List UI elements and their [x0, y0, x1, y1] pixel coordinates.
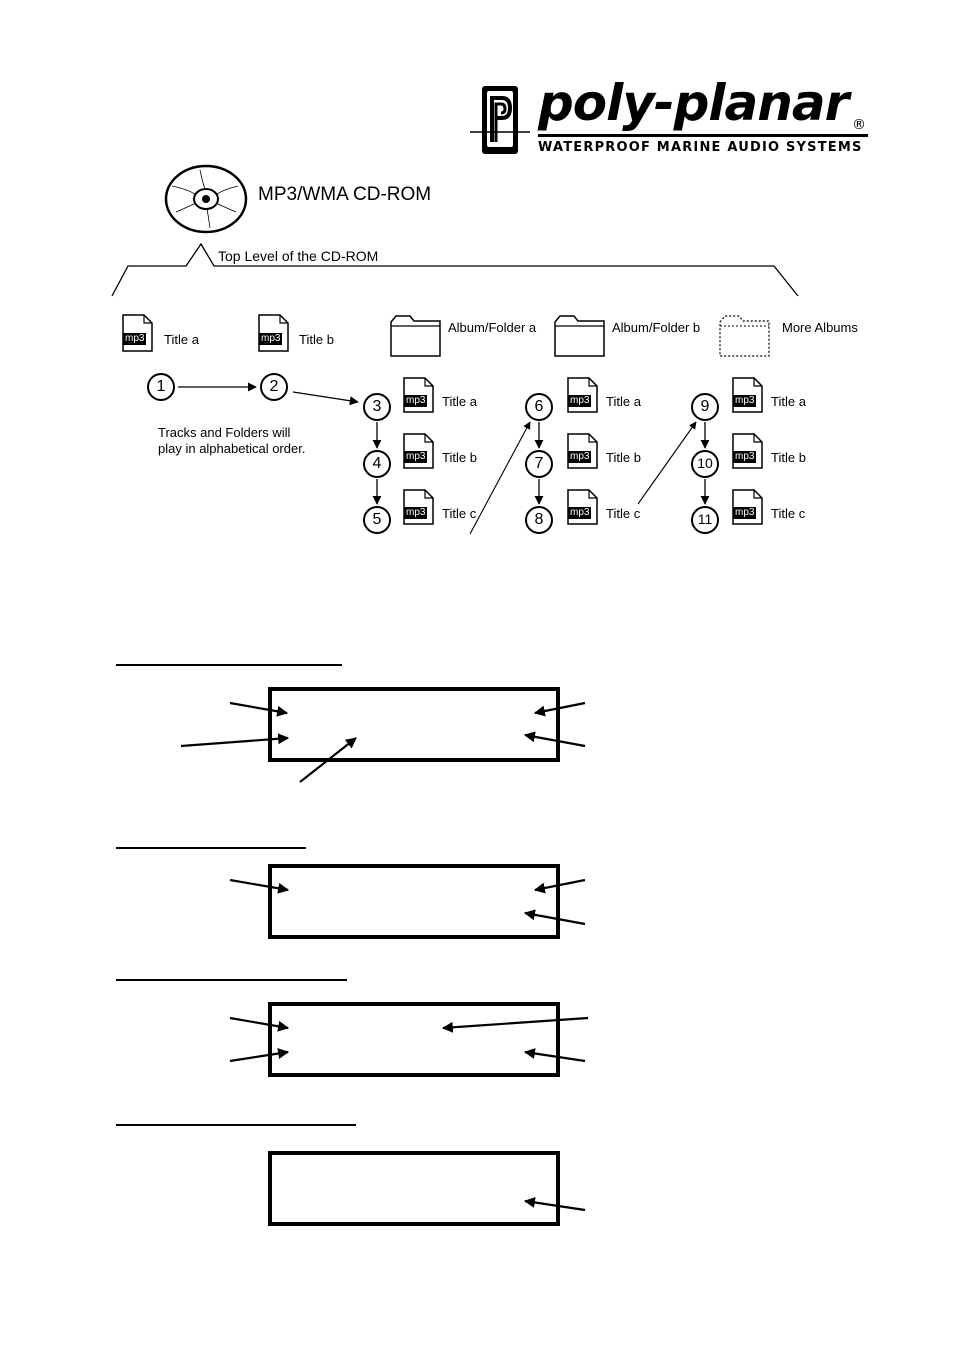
brand-rule [538, 134, 868, 137]
column-file-label: Title b [442, 450, 477, 465]
column-file-label: Title b [606, 450, 641, 465]
brand-tagline: WATERPROOF MARINE AUDIO SYSTEMS [538, 140, 863, 155]
cd-title: MP3/WMA CD-ROM [258, 184, 432, 205]
folder-label-b: Album/Folder b [612, 320, 701, 335]
order-node: 4 [363, 450, 391, 478]
mp3-badge: mp3 [404, 395, 428, 407]
mp3-badge: mp3 [123, 333, 147, 345]
mp3-badge: mp3 [404, 507, 428, 519]
order-node: 8 [525, 506, 553, 534]
folder-icon [554, 315, 605, 357]
mp3-badge: mp3 [404, 451, 428, 463]
order-node: 11 [691, 506, 719, 534]
top-level-label: Top Level of the CD-ROM [218, 248, 379, 264]
column-file-label: Title a [606, 394, 641, 409]
display-pointer-arrows [180, 701, 589, 1212]
column-file-label: Title b [771, 450, 806, 465]
mp3-badge: mp3 [259, 333, 283, 345]
section-rule [116, 664, 342, 666]
order-node: 9 [691, 393, 719, 421]
column-file-label: Title c [442, 506, 477, 521]
folder-icon [390, 315, 441, 357]
column-file-label: Title a [771, 394, 806, 409]
lcd-display [268, 1151, 560, 1226]
mp3-badge: mp3 [568, 507, 592, 519]
folder-label-a: Album/Folder a [448, 320, 537, 335]
registered-mark: ® [852, 117, 866, 133]
order-node: 10 [691, 450, 719, 478]
brand-mark-icon [470, 86, 530, 154]
diagram-lines [111, 164, 799, 535]
order-note-line: Tracks and Folders will [158, 425, 291, 440]
cd-disc-icon [164, 164, 248, 234]
order-note-line: play in alphabetical order. [158, 441, 306, 456]
order-node: 2 [260, 373, 288, 401]
mp3-badge: mp3 [733, 395, 757, 407]
mp3-badge: mp3 [733, 507, 757, 519]
section-rule [116, 979, 347, 981]
folder-dashed-icon [719, 315, 770, 357]
order-node: 1 [147, 373, 175, 401]
lcd-display [268, 864, 560, 939]
mp3-badge: mp3 [733, 451, 757, 463]
column-file-label: Title c [771, 506, 806, 521]
section-rule [116, 1124, 356, 1126]
section-rule [116, 847, 306, 849]
root-file-label: Title b [299, 332, 334, 347]
folder-label-more: More Albums [782, 320, 858, 335]
order-node: 7 [525, 450, 553, 478]
order-note: Tracks and Folders will play in alphabet… [158, 425, 305, 457]
column-file-label: Title a [442, 394, 477, 409]
order-node: 3 [363, 393, 391, 421]
mp3-badge: mp3 [568, 395, 592, 407]
lcd-display [268, 1002, 560, 1077]
brand-name: poly-planar [538, 74, 849, 132]
root-file-label: Title a [164, 332, 199, 347]
mp3-badge: mp3 [568, 451, 592, 463]
column-file-label: Title c [606, 506, 641, 521]
lcd-display [268, 687, 560, 762]
order-node: 6 [525, 393, 553, 421]
order-node: 5 [363, 506, 391, 534]
